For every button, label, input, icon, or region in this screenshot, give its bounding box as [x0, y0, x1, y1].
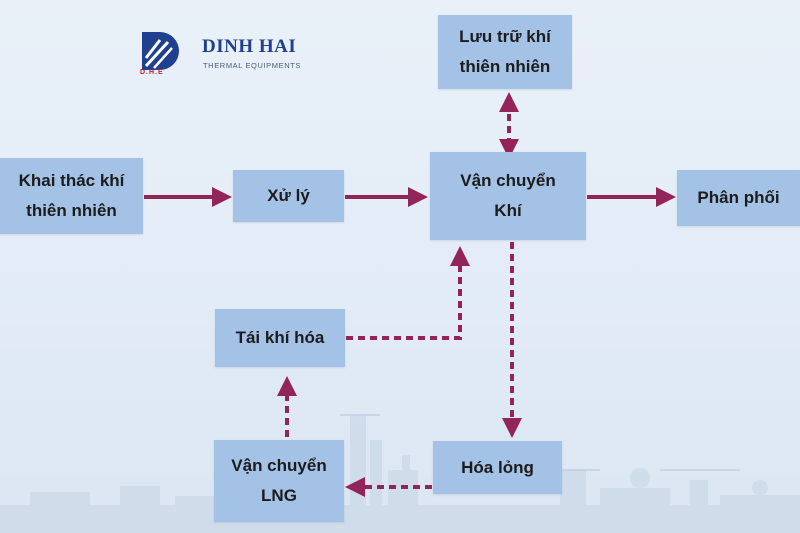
dhe-logo-icon	[142, 32, 179, 70]
node-van-chuyen-khi: Vận chuyển Khí	[430, 152, 586, 240]
brand-logo: D.H.E DINH HAI THERMAL EQUIPMENTS	[138, 28, 338, 80]
node-luu-tru: Lưu trữ khí thiên nhiên	[438, 15, 572, 89]
node-khai-thac: Khai thác khí thiên nhiên	[0, 158, 143, 234]
brand-abbr: D.H.E	[140, 69, 164, 76]
node-van-chuyen-lng: Vận chuyển LNG	[214, 440, 344, 522]
brand-tagline: THERMAL EQUIPMENTS	[203, 61, 302, 70]
node-tai-khi-hoa: Tái khí hóa	[215, 309, 345, 367]
node-hoa-long: Hóa lỏng	[433, 441, 562, 494]
arrow-tai-khi-hoa-to-van-chuyen-khi	[346, 246, 470, 340]
node-phan-phoi: Phân phối	[677, 170, 800, 226]
node-xu-ly: Xử lý	[233, 170, 344, 222]
brand-name: DINH HAI	[202, 36, 297, 57]
